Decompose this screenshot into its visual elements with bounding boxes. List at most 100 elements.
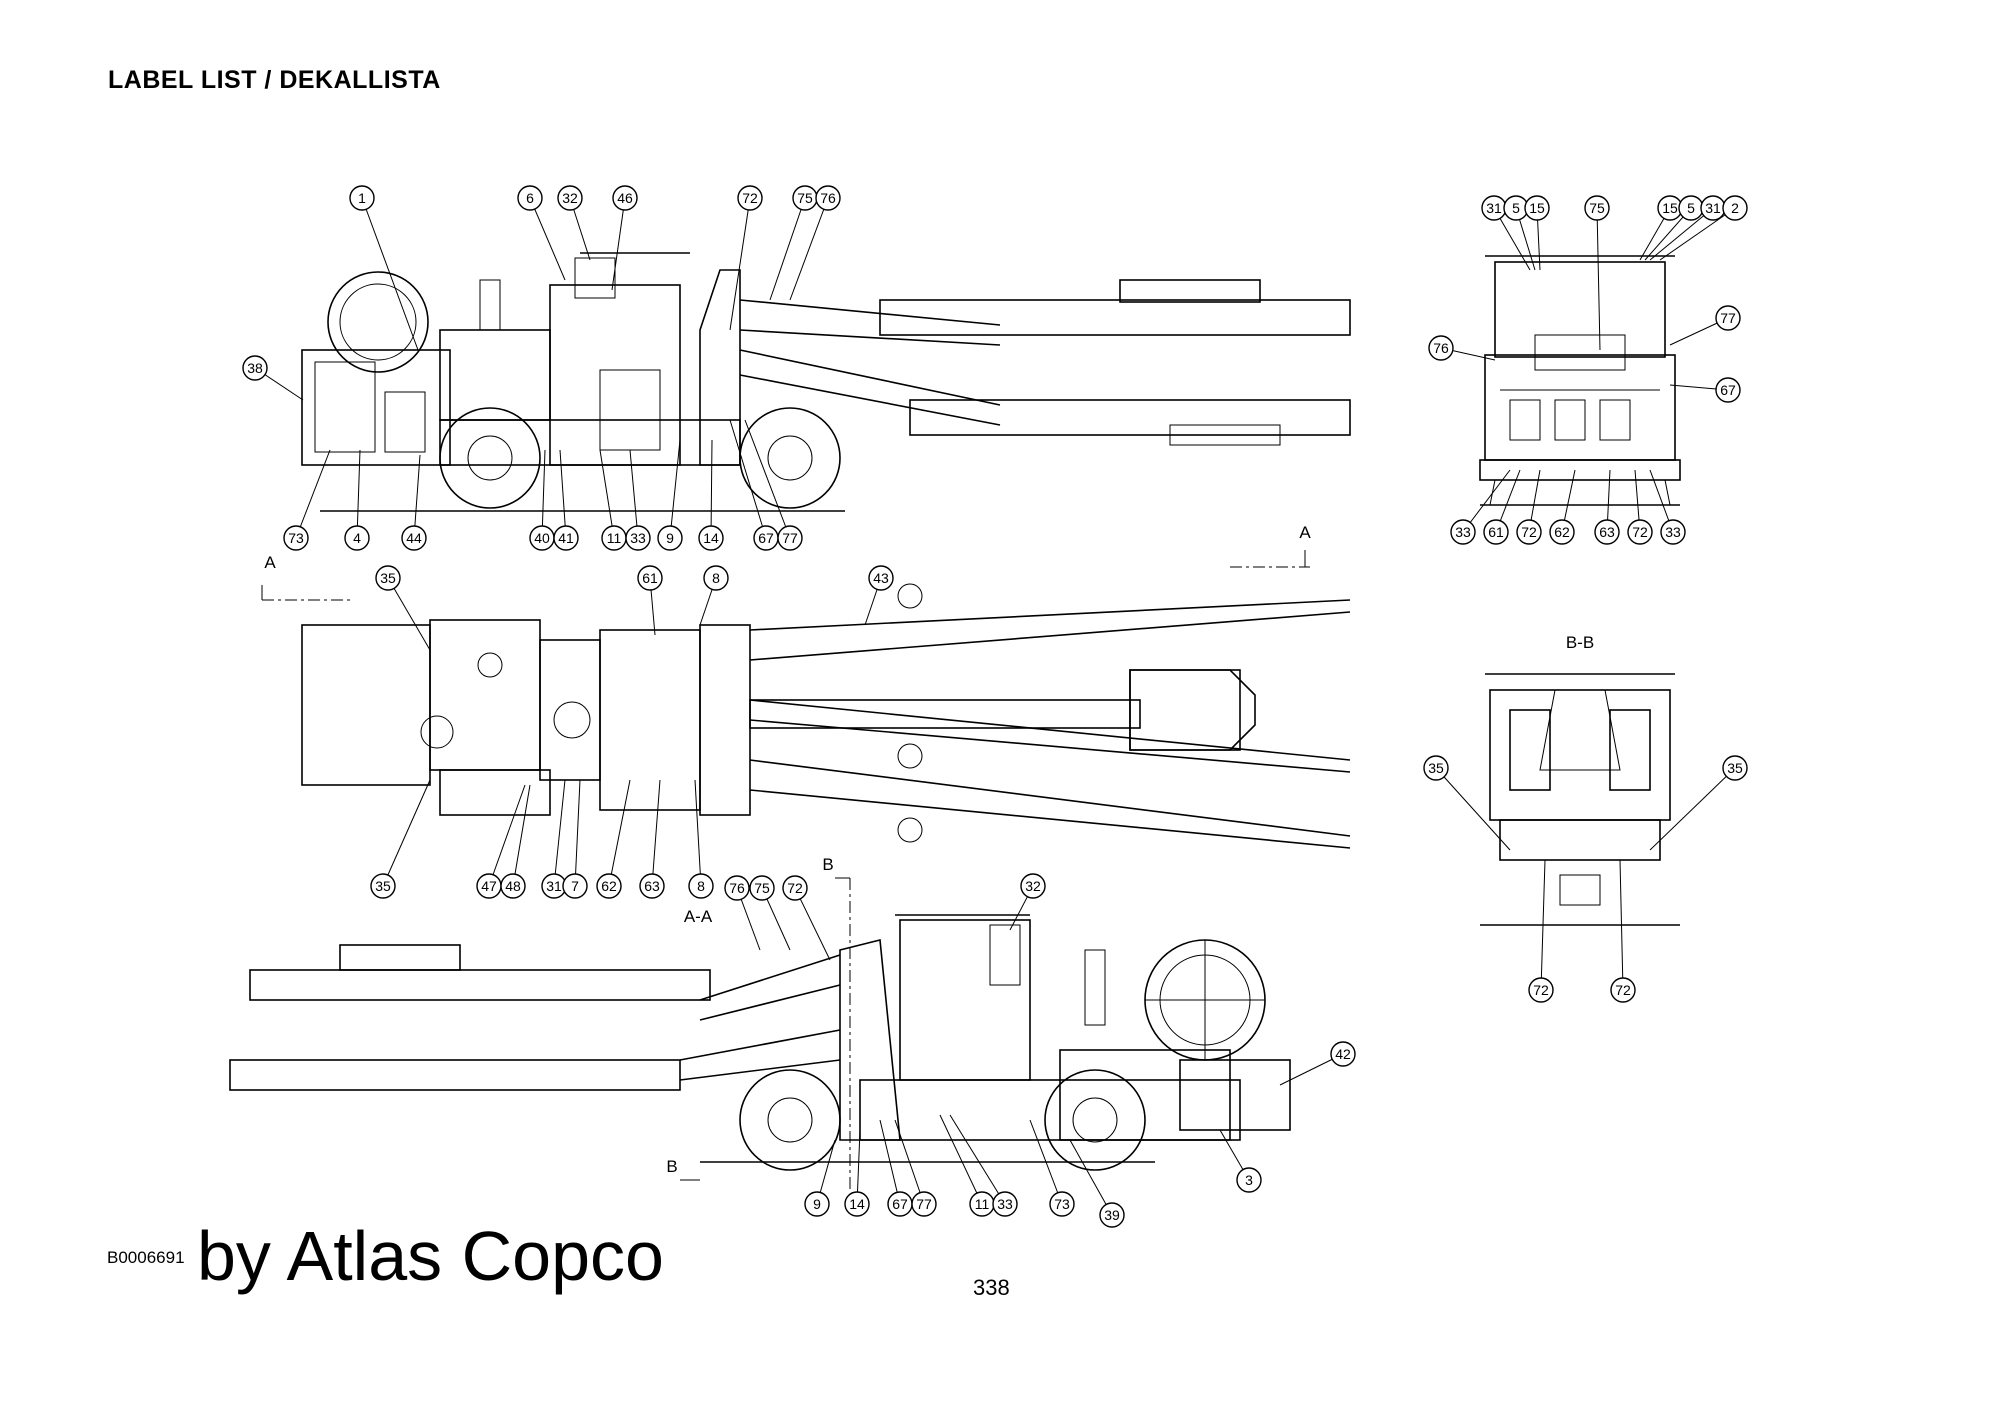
callout-leader-line xyxy=(789,197,829,301)
callout-front-view-5: 5 xyxy=(1678,195,1704,221)
callout-front-view-63: 63 xyxy=(1594,519,1620,545)
callout-view-aa-3: 3 xyxy=(1236,1167,1262,1193)
callout-leaders xyxy=(254,197,1736,1216)
callout-leader-line xyxy=(1649,767,1736,851)
svg-text:73: 73 xyxy=(1054,1196,1070,1212)
svg-text:62: 62 xyxy=(1554,524,1570,540)
callout-leader-line xyxy=(1462,469,1511,533)
svg-text:1: 1 xyxy=(358,190,366,206)
svg-text:7: 7 xyxy=(571,878,579,894)
svg-text:41: 41 xyxy=(558,530,574,546)
callout-leader-line xyxy=(769,197,806,301)
svg-text:32: 32 xyxy=(562,190,578,206)
svg-text:63: 63 xyxy=(1599,524,1615,540)
callout-top-view-8: 8 xyxy=(703,565,729,591)
callout-side-view-75: 75 xyxy=(792,185,818,211)
svg-text:48: 48 xyxy=(505,878,521,894)
callout-front-view-31: 31 xyxy=(1481,195,1507,221)
svg-text:33: 33 xyxy=(630,530,646,546)
svg-text:40: 40 xyxy=(534,530,550,546)
callout-leader-line xyxy=(1069,1139,1113,1216)
svg-text:2: 2 xyxy=(1731,200,1739,216)
section-label-b-top: B xyxy=(822,855,833,874)
callout-leader-line xyxy=(611,197,626,291)
callout-front-view-33: 33 xyxy=(1660,519,1686,545)
svg-text:35: 35 xyxy=(1428,760,1444,776)
svg-text:75: 75 xyxy=(754,880,770,896)
svg-text:72: 72 xyxy=(1533,982,1549,998)
callout-view-aa-32: 32 xyxy=(1020,873,1046,899)
callout-leader-line xyxy=(488,784,526,887)
callout-top-view-8: 8 xyxy=(688,873,714,899)
callout-leader-line xyxy=(541,449,546,539)
svg-text:5: 5 xyxy=(1687,200,1695,216)
callout-front-view-2: 2 xyxy=(1722,195,1748,221)
callout-rear-view-72: 72 xyxy=(1528,977,1554,1003)
svg-text:3: 3 xyxy=(1245,1172,1253,1188)
callout-front-view-67: 67 xyxy=(1715,377,1741,403)
callout-leader-line xyxy=(1596,207,1601,351)
callout-leader-line xyxy=(710,439,713,539)
svg-text:32: 32 xyxy=(1025,878,1041,894)
callout-leader-line xyxy=(382,779,431,887)
callout-side-view-4: 4 xyxy=(344,525,370,551)
callout-view-aa-14: 14 xyxy=(844,1191,870,1217)
callout-view-aa-39: 39 xyxy=(1099,1202,1125,1228)
svg-text:15: 15 xyxy=(1529,200,1545,216)
svg-text:67: 67 xyxy=(892,1196,908,1212)
callout-front-view-72: 72 xyxy=(1516,519,1542,545)
callout-side-view-14: 14 xyxy=(698,525,724,551)
svg-text:63: 63 xyxy=(644,878,660,894)
callout-top-view-35: 35 xyxy=(370,873,396,899)
svg-text:38: 38 xyxy=(247,360,263,376)
svg-text:72: 72 xyxy=(1615,982,1631,998)
svg-text:33: 33 xyxy=(997,1196,1013,1212)
svg-text:42: 42 xyxy=(1335,1046,1351,1062)
callout-side-view-76: 76 xyxy=(815,185,841,211)
callout-leader-line xyxy=(559,449,567,539)
svg-text:31: 31 xyxy=(1705,200,1721,216)
callout-side-view-67: 67 xyxy=(753,525,779,551)
svg-text:44: 44 xyxy=(406,530,422,546)
callout-front-view-61: 61 xyxy=(1483,519,1509,545)
svg-text:61: 61 xyxy=(642,570,658,586)
callout-leader-line xyxy=(574,779,581,887)
svg-text:77: 77 xyxy=(1720,310,1736,326)
svg-text:62: 62 xyxy=(601,878,617,894)
callout-side-view-11: 11 xyxy=(601,525,627,551)
callout-top-view-7: 7 xyxy=(562,873,588,899)
callout-leader-line xyxy=(1029,1119,1063,1205)
callout-side-view-1: 1 xyxy=(349,185,375,211)
svg-text:11: 11 xyxy=(607,530,622,546)
view-label-bb: B-B xyxy=(1566,633,1594,652)
callout-front-view-77: 77 xyxy=(1715,305,1741,331)
svg-text:43: 43 xyxy=(873,570,889,586)
callout-side-view-72: 72 xyxy=(737,185,763,211)
svg-text:9: 9 xyxy=(813,1196,821,1212)
callout-view-aa-73: 73 xyxy=(1049,1191,1075,1217)
callout-top-view-63: 63 xyxy=(639,873,665,899)
svg-text:72: 72 xyxy=(742,190,758,206)
callout-leader-line xyxy=(1659,207,1736,261)
callout-leader-line xyxy=(361,197,419,351)
callout-leader-line xyxy=(1435,767,1511,851)
callout-front-view-76: 76 xyxy=(1428,335,1454,361)
callout-leader-line xyxy=(599,449,615,539)
svg-text:31: 31 xyxy=(546,878,562,894)
callout-leader-line xyxy=(894,1119,925,1205)
view-label-aa: A-A xyxy=(684,907,713,926)
rear-view-drawing xyxy=(1480,673,1680,926)
callout-front-view-15: 15 xyxy=(1524,195,1550,221)
callout-leader-line xyxy=(949,1114,1006,1205)
callout-view-aa-11: 11 xyxy=(969,1191,995,1217)
callout-top-view-62: 62 xyxy=(596,873,622,899)
callout-side-view-32: 32 xyxy=(557,185,583,211)
svg-text:15: 15 xyxy=(1662,200,1678,216)
svg-text:33: 33 xyxy=(1455,524,1471,540)
page-title: LABEL LIST / DEKALLISTA xyxy=(108,66,441,94)
svg-text:47: 47 xyxy=(481,878,497,894)
callout-leader-line xyxy=(879,1119,901,1205)
callout-front-view-62: 62 xyxy=(1549,519,1575,545)
